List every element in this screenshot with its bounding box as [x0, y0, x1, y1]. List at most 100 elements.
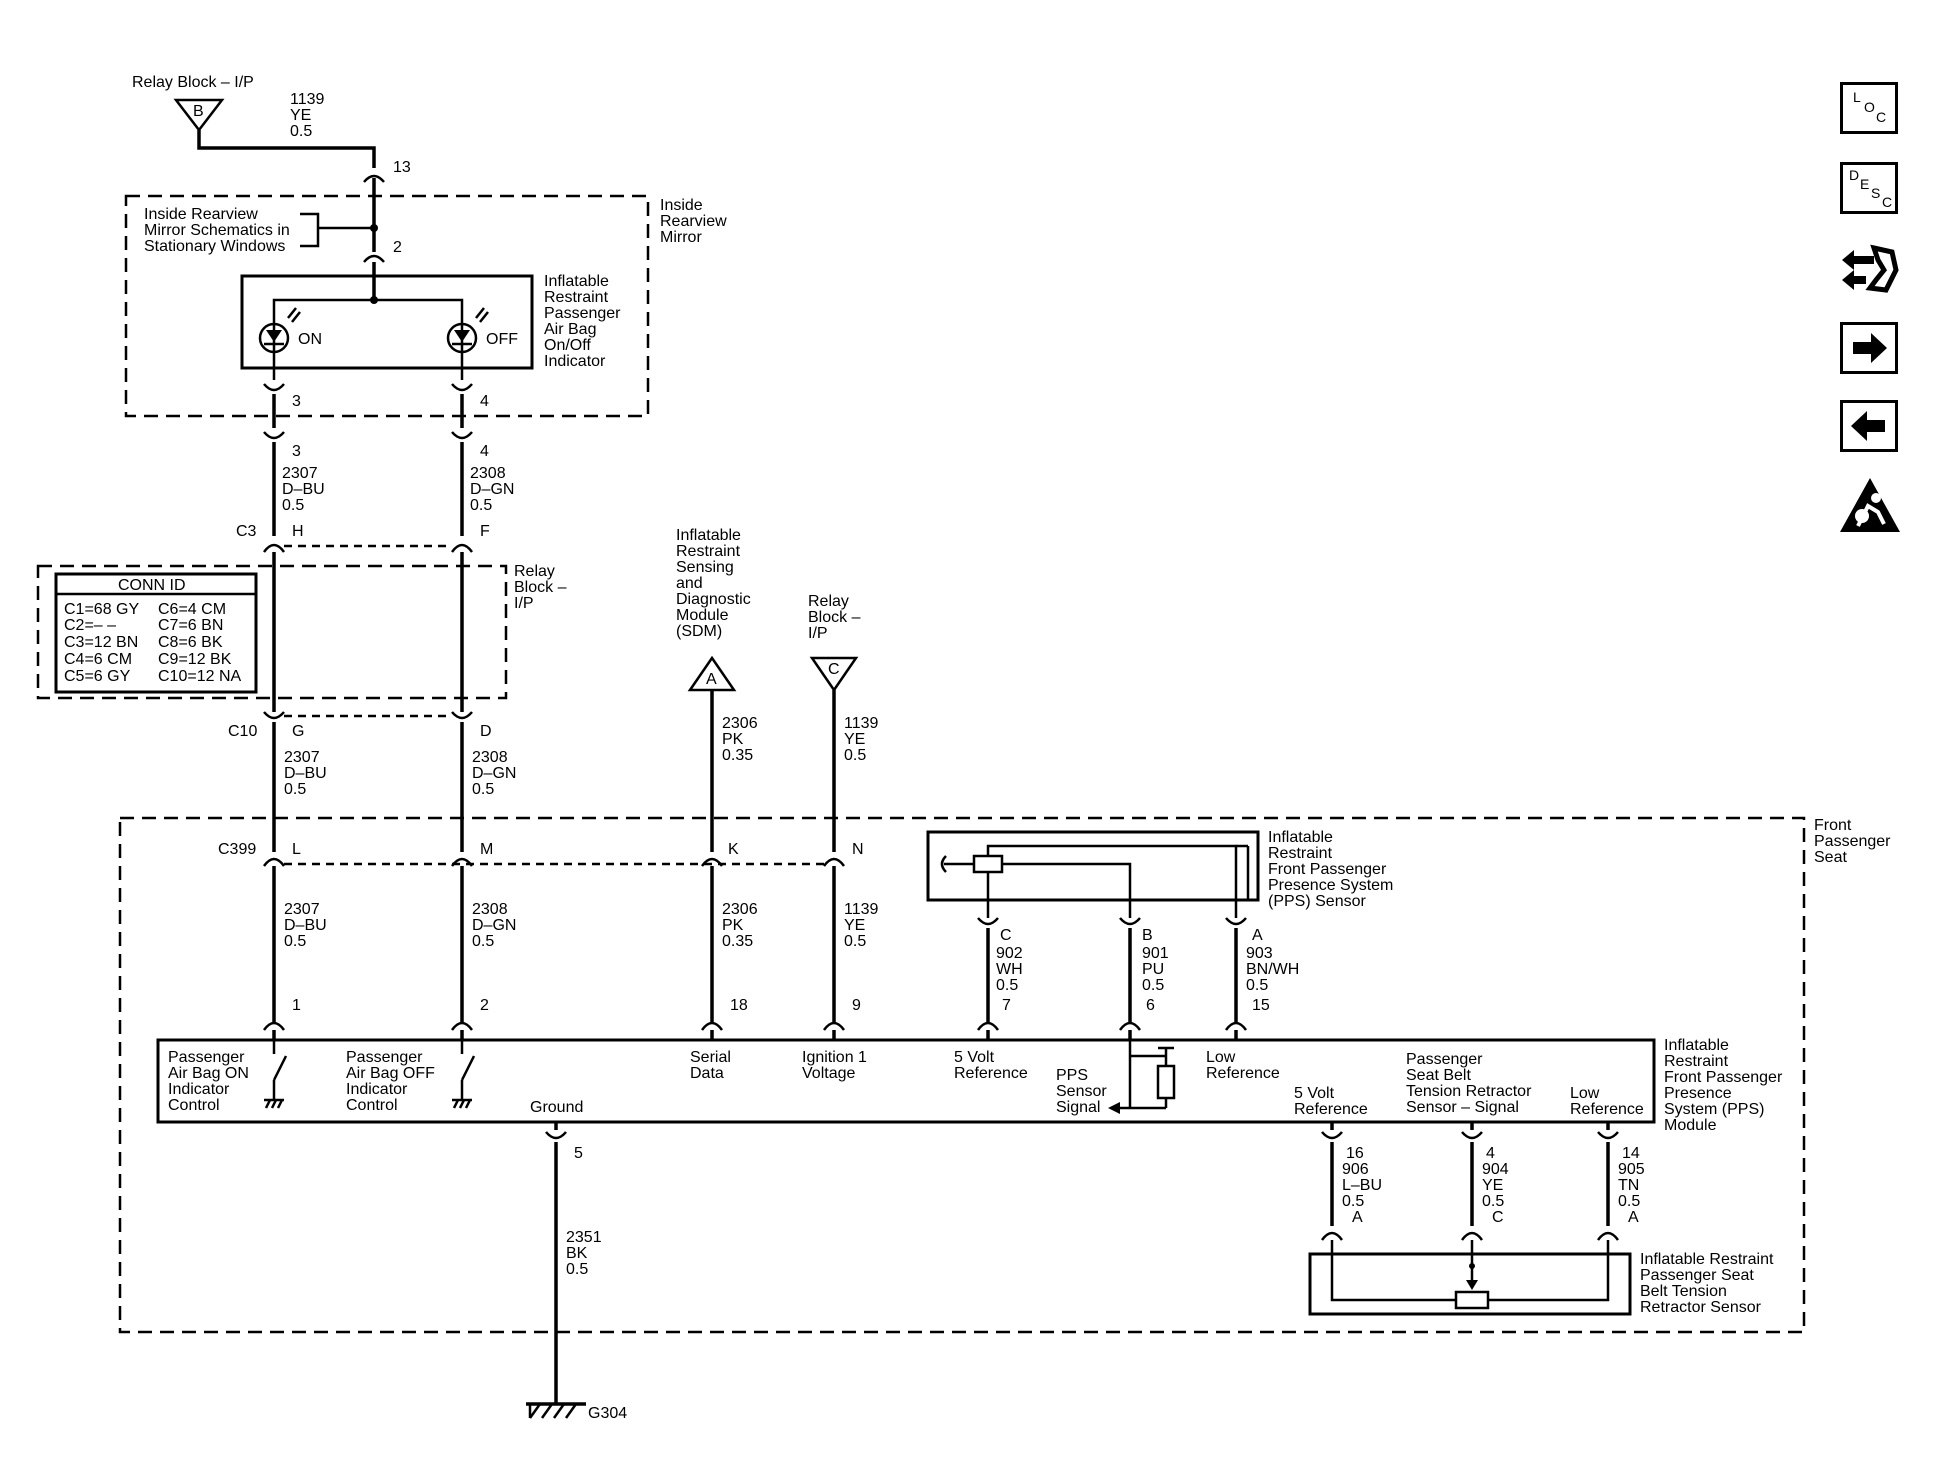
description-icon[interactable]: D E S C [1840, 162, 1898, 214]
connector-c3: C3 [236, 523, 257, 540]
svg-text:L: L [292, 841, 301, 858]
indicator-label-3: Passenger [544, 305, 621, 322]
led-off-label: OFF [486, 331, 518, 348]
svg-text:Passenger: Passenger [346, 1049, 423, 1066]
svg-text:Diagnostic: Diagnostic [676, 591, 751, 608]
svg-text:Module: Module [1664, 1117, 1717, 1134]
svg-text:D–BU: D–BU [282, 481, 325, 498]
on-switch-icon [264, 1040, 288, 1109]
led-off-icon [446, 307, 489, 354]
indicator-label-5: On/Off [544, 337, 591, 354]
svg-text:Ignition 1: Ignition 1 [802, 1049, 867, 1066]
svg-text:Block –: Block – [514, 579, 567, 596]
svg-text:Sensing: Sensing [676, 559, 734, 576]
led-on-label: ON [298, 331, 322, 348]
svg-text:PK: PK [722, 917, 744, 934]
svg-text:Reference: Reference [1570, 1101, 1644, 1118]
component-locator-icon[interactable]: L O C [1840, 82, 1898, 134]
svg-text:Inflatable: Inflatable [1268, 829, 1333, 846]
svg-text:Inflatable Restraint: Inflatable Restraint [1640, 1251, 1774, 1268]
svg-text:6: 6 [1146, 997, 1155, 1014]
svg-text:Relay: Relay [514, 563, 555, 580]
front-passenger-seat-box [118, 816, 1806, 1334]
pin-4b: 4 [480, 443, 489, 460]
indicator-label-6: Indicator [544, 353, 606, 370]
next-page-icon[interactable] [1840, 322, 1898, 374]
relay-b-wire-color: YE [290, 107, 311, 124]
svg-text:A: A [1252, 927, 1263, 944]
svg-text:Signal: Signal [1056, 1099, 1100, 1116]
svg-text:Air Bag OFF: Air Bag OFF [346, 1065, 435, 1082]
svg-text:Reference: Reference [1206, 1065, 1280, 1082]
pin-3b: 3 [292, 443, 301, 460]
svg-text:Front Passenger: Front Passenger [1268, 861, 1387, 878]
airbag-warning-icon[interactable] [1838, 476, 1902, 536]
svg-text:F: F [480, 523, 490, 540]
relay-block-ip-box [36, 564, 508, 700]
connector-13 [363, 174, 385, 183]
svg-text:C: C [828, 661, 840, 678]
relay-block-label-top: Relay Block – I/P [132, 74, 254, 91]
svg-text:C6=4 CM: C6=4 CM [158, 601, 226, 618]
svg-text:0.5: 0.5 [1482, 1193, 1504, 1210]
svg-text:PPS: PPS [1056, 1067, 1088, 1084]
connector-c399: C399 [218, 841, 256, 858]
diagnostic-tools-icon[interactable] [1836, 240, 1900, 300]
svg-text:Restraint: Restraint [1268, 845, 1333, 862]
svg-text:L–BU: L–BU [1342, 1177, 1382, 1194]
svg-text:D–GN: D–GN [472, 917, 516, 934]
svg-text:4: 4 [1486, 1145, 1495, 1162]
relay-b-pin: B [193, 103, 204, 120]
svg-text:5 Volt: 5 Volt [1294, 1085, 1335, 1102]
svg-text:Reference: Reference [1294, 1101, 1368, 1118]
svg-text:C9=12 BK: C9=12 BK [158, 651, 232, 668]
pin-2: 2 [393, 239, 402, 256]
svg-text:C1=68 GY: C1=68 GY [64, 601, 139, 618]
svg-text:A: A [706, 671, 717, 688]
connector-2 [363, 254, 385, 263]
svg-text:Data: Data [690, 1065, 724, 1082]
inside-rearview-mirror-box [124, 194, 650, 418]
indicator-label-1: Inflatable [544, 273, 609, 290]
svg-text:0.5: 0.5 [1342, 1193, 1364, 1210]
svg-text:C5=6 GY: C5=6 GY [64, 668, 131, 685]
svg-text:0.5: 0.5 [472, 781, 494, 798]
previous-page-icon[interactable] [1840, 400, 1898, 452]
svg-text:15: 15 [1252, 997, 1270, 1014]
svg-text:Front: Front [1814, 817, 1852, 834]
svg-text:System (PPS): System (PPS) [1664, 1101, 1764, 1118]
relay-b-wire-num: 1139 [290, 91, 325, 108]
svg-text:0.35: 0.35 [722, 933, 753, 950]
pps-signal-pullup-icon [1108, 1040, 1176, 1114]
svg-text:2307: 2307 [284, 901, 320, 918]
svg-text:D–BU: D–BU [284, 765, 327, 782]
svg-text:(PPS) Sensor: (PPS) Sensor [1268, 893, 1366, 910]
svg-text:0.5: 0.5 [996, 977, 1018, 994]
svg-text:A: A [1352, 1209, 1363, 1226]
svg-text:Inflatable: Inflatable [676, 527, 741, 544]
svg-text:Presence System: Presence System [1268, 877, 1393, 894]
pin-4a: 4 [480, 393, 489, 410]
led-on-icon [258, 307, 301, 354]
svg-text:902: 902 [996, 945, 1023, 962]
svg-text:1: 1 [292, 997, 301, 1014]
svg-text:0.5: 0.5 [844, 747, 866, 764]
svg-text:0.5: 0.5 [844, 933, 866, 950]
ground-label: G304 [588, 1405, 627, 1422]
svg-text:7: 7 [1002, 997, 1011, 1014]
mirror-note-2: Mirror Schematics in [144, 222, 290, 239]
svg-text:D–BU: D–BU [284, 917, 327, 934]
off-switch-icon [452, 1040, 476, 1109]
svg-text:C: C [1492, 1209, 1504, 1226]
svg-text:YE: YE [844, 731, 865, 748]
relay-c-triangle [809, 656, 859, 693]
svg-text:Seat: Seat [1814, 849, 1847, 866]
svg-text:0.5: 0.5 [566, 1261, 588, 1278]
belt-tension-potentiometer [1454, 1290, 1490, 1310]
svg-text:BK: BK [566, 1245, 588, 1262]
svg-text:Air Bag ON: Air Bag ON [168, 1065, 249, 1082]
svg-text:Presence: Presence [1664, 1085, 1732, 1102]
conn-id-title: CONN ID [118, 577, 186, 594]
svg-text:2307: 2307 [282, 465, 318, 482]
